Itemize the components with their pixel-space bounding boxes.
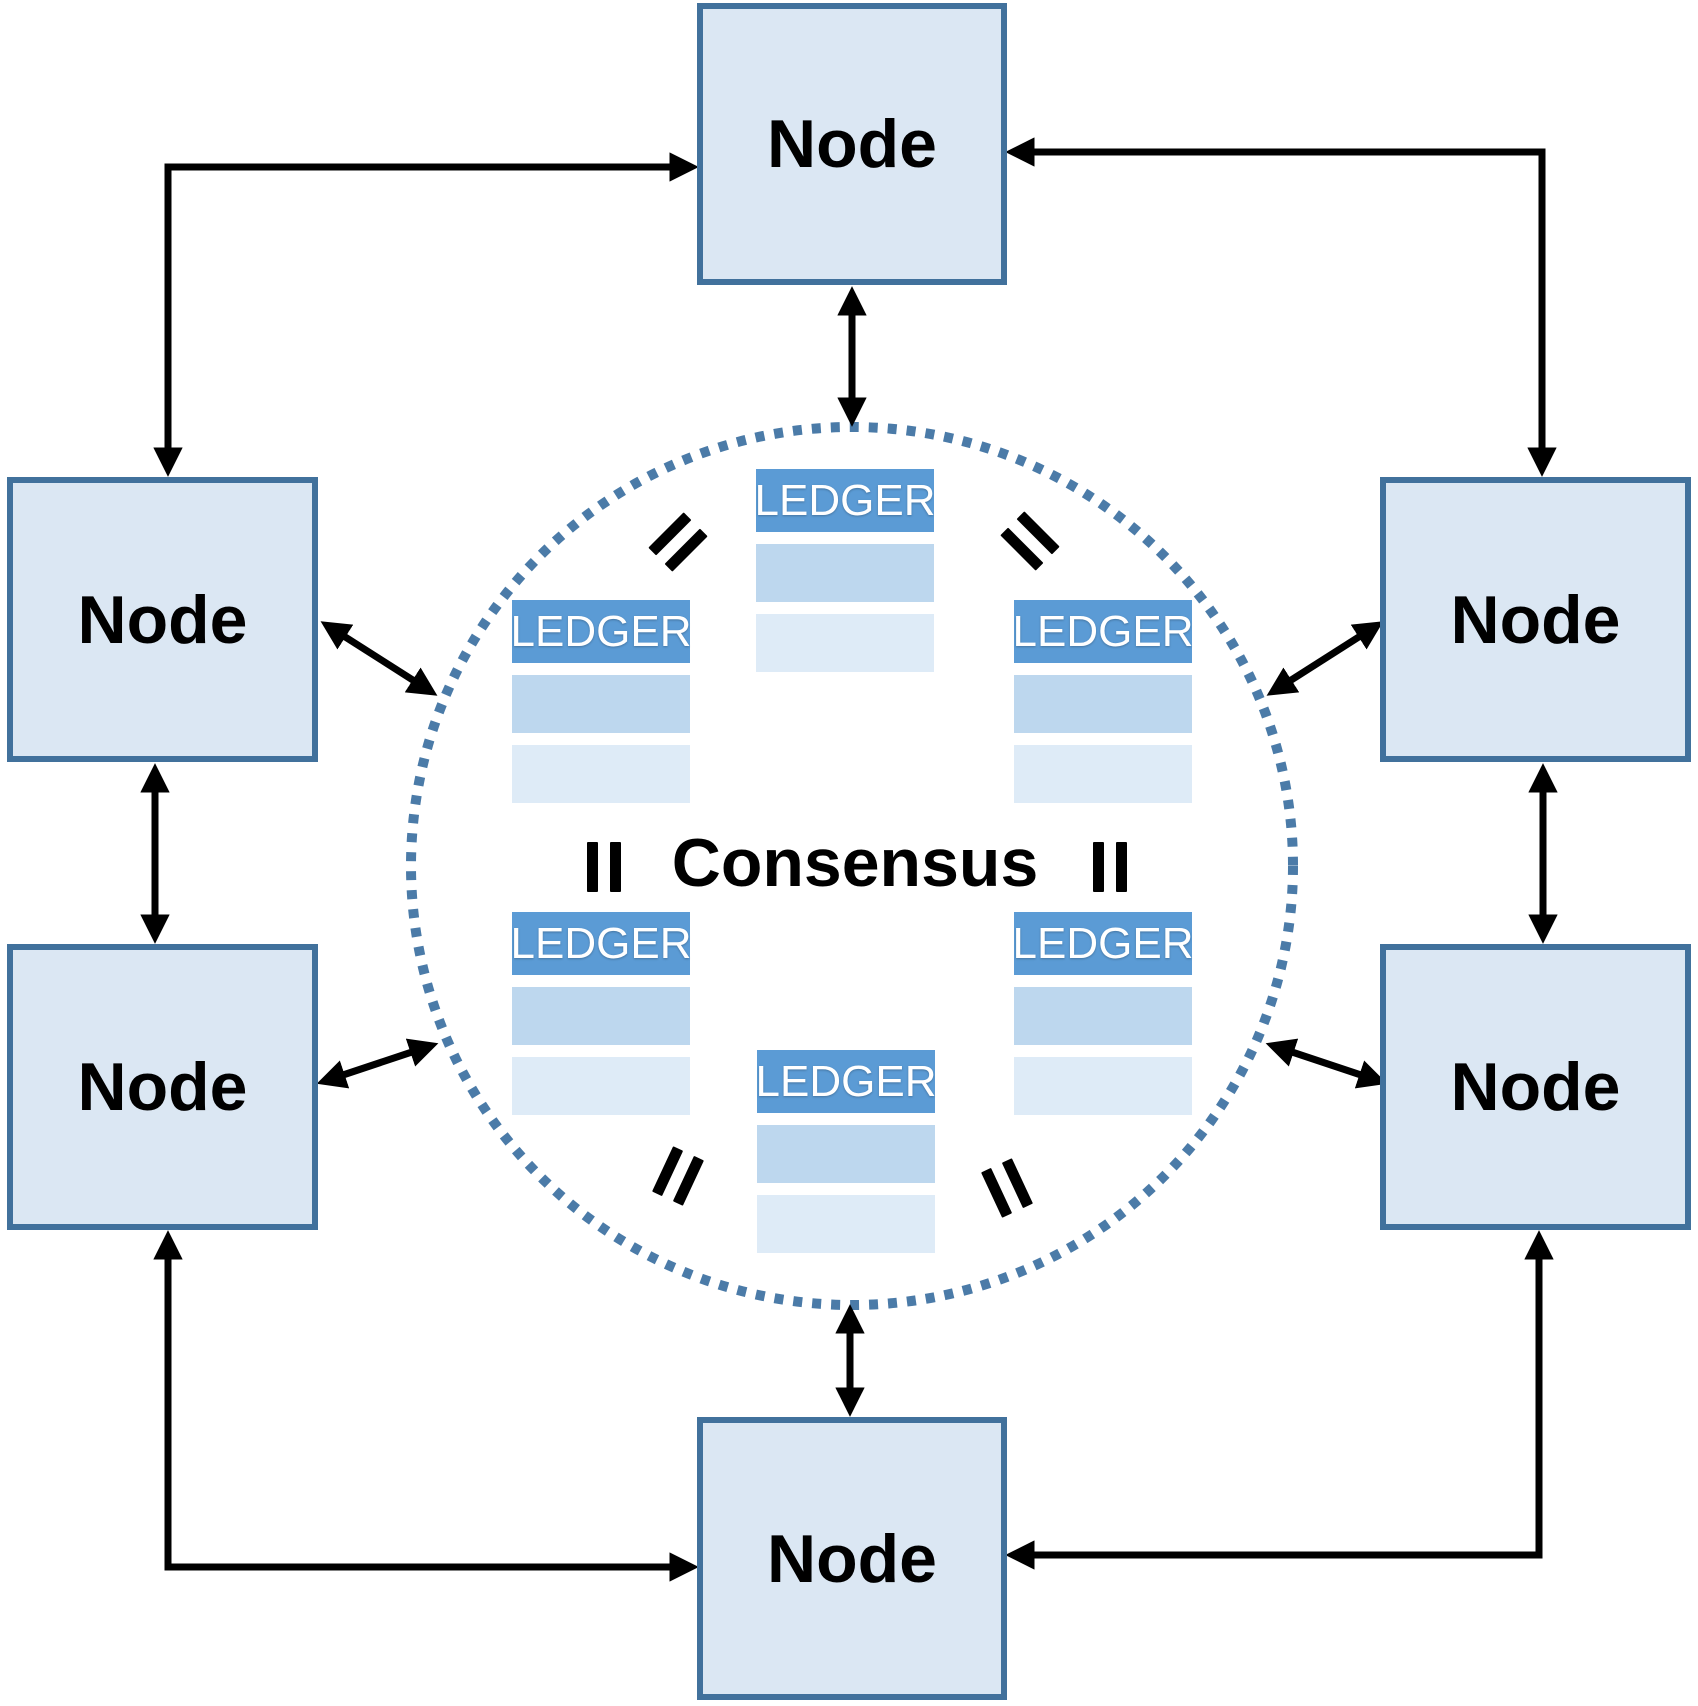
ledger-row [1014, 987, 1192, 1045]
equals-icon [587, 842, 621, 892]
consensus-label: Consensus [671, 825, 1039, 901]
node-label: Node [77, 1049, 248, 1125]
ledger-title: LEDGER [510, 918, 692, 968]
ledger-row [1014, 675, 1192, 733]
ledger-row [757, 1195, 935, 1253]
ledger-upper-left: LEDGER [510, 600, 692, 803]
node-box-bottom: Node [697, 1417, 1007, 1700]
ledger-title: LEDGER [1012, 606, 1194, 656]
arrow-lowerrightnode-circle [1265, 1038, 1388, 1089]
ledger-top: LEDGER [754, 469, 936, 672]
ledger-title: LEDGER [755, 1056, 937, 1106]
node-box-top: Node [697, 3, 1007, 285]
node-label: Node [1450, 1049, 1621, 1125]
ledger-header: LEDGER [1012, 912, 1194, 975]
ledger-row [1014, 745, 1192, 803]
node-box-lower-left: Node [7, 944, 318, 1230]
ledger-row [512, 1057, 690, 1115]
ledger-row [757, 1125, 935, 1183]
arrow-upperleftnode-circle [320, 621, 438, 696]
node-box-upper-right: Node [1380, 477, 1691, 762]
ledger-header: LEDGER [510, 600, 692, 663]
arrow-lowerleftnode-circle [316, 1038, 439, 1089]
ledger-lower-left: LEDGER [510, 912, 692, 1115]
equals-icon [1093, 842, 1127, 892]
node-label: Node [767, 1520, 937, 1597]
node-label: Node [1450, 581, 1621, 658]
ledger-row [512, 745, 690, 803]
node-box-upper-left: Node [7, 477, 318, 762]
ledger-header: LEDGER [755, 1050, 937, 1113]
ledger-bottom: LEDGER [755, 1050, 937, 1253]
arrow-upperrightnode-circle [1266, 621, 1384, 696]
ledger-upper-right: LEDGER [1012, 600, 1194, 803]
ledger-row [756, 544, 934, 602]
arrow-bottomnode-lowerrightnode [1005, 1230, 1554, 1570]
ledger-row [512, 987, 690, 1045]
ledger-header: LEDGER [1012, 600, 1194, 663]
node-label: Node [767, 106, 937, 182]
ledger-header: LEDGER [754, 469, 936, 532]
ledger-row [756, 614, 934, 672]
ledger-header: LEDGER [510, 912, 692, 975]
ledger-title: LEDGER [510, 606, 692, 656]
node-label: Node [77, 581, 248, 658]
ledger-title: LEDGER [1012, 918, 1194, 968]
ledger-title: LEDGER [754, 475, 936, 525]
ledger-row [512, 675, 690, 733]
arrow-topnode-upperrightnode [1005, 137, 1557, 477]
node-box-lower-right: Node [1380, 944, 1691, 1230]
ledger-lower-right: LEDGER [1012, 912, 1194, 1115]
arrow-bottomnode-lowerleftnode [153, 1230, 699, 1582]
arrow-topnode-upperleftnode [153, 152, 699, 477]
ledger-row [1014, 1057, 1192, 1115]
